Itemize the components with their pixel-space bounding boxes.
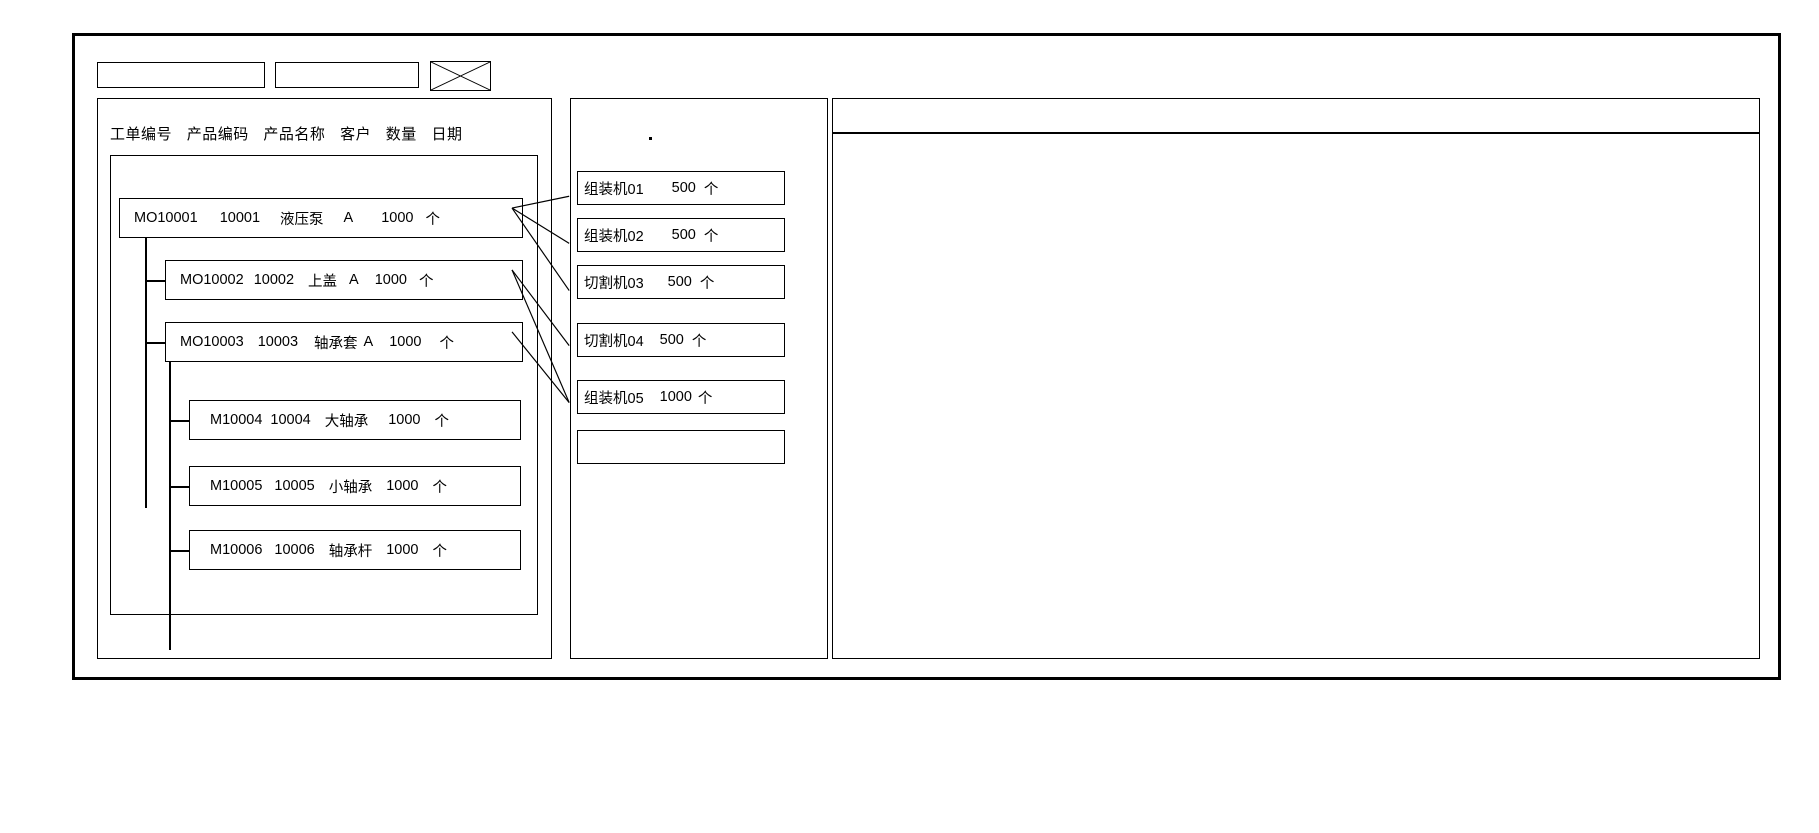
cell-unit: 个 [432, 479, 448, 496]
image-placeholder-icon[interactable] [430, 61, 491, 91]
work-order-panel: 工单编号 产品编码 产品名称 客户 数量 日期 [97, 98, 552, 659]
work-order-list[interactable]: MO10001 10001 液压泵 A 1000 个 MO10002 10002… [110, 155, 538, 650]
cell-product-name: 大轴承 [324, 413, 369, 430]
machine-panel: 组装机01 500 个 组装机02 500 个 切割机03 500 个 切割机0… [570, 98, 828, 659]
cell-customer: A [363, 334, 374, 350]
table-row[interactable]: MO10002 10002 上盖 A 1000 个 [165, 260, 523, 300]
cell-unit: 个 [434, 413, 450, 430]
cell-product-name: 上盖 [308, 273, 338, 290]
work-order-column-headers: 工单编号 产品编码 产品名称 客户 数量 日期 [110, 123, 462, 144]
column-header-quantity: 数量 [385, 126, 417, 143]
cell-product-code: 10001 [219, 210, 261, 226]
list-item[interactable]: 切割机04 500 个 [577, 323, 785, 357]
machine-name: 组装机05 [584, 390, 644, 407]
column-header-customer: 客户 [340, 126, 372, 143]
cell-order-no: M10006 [210, 542, 263, 558]
detail-panel-header-divider [833, 132, 1759, 134]
cell-product-name: 轴承杆 [328, 543, 373, 560]
machine-name: 组装机02 [584, 228, 644, 245]
detail-panel[interactable] [832, 98, 1760, 659]
machine-unit: 个 [697, 390, 713, 407]
column-header-order-no: 工单编号 [110, 126, 173, 143]
cell-product-code: 10004 [270, 412, 311, 428]
cell-order-no: M10004 [210, 412, 263, 428]
machine-quantity: 500 [667, 274, 692, 290]
list-item[interactable]: 组装机02 500 个 [577, 218, 785, 252]
cell-customer: A [349, 272, 359, 288]
cell-product-name: 小轴承 [328, 479, 373, 496]
cell-quantity: 1000 [389, 334, 422, 350]
tree-connector [169, 486, 189, 488]
machine-name: 切割机04 [584, 333, 644, 350]
cell-quantity: 1000 [386, 542, 419, 558]
cell-quantity: 1000 [381, 210, 414, 226]
cell-order-no: MO10003 [180, 334, 244, 350]
tree-connector [169, 360, 171, 650]
tree-connector [145, 218, 147, 508]
cell-unit: 个 [418, 273, 434, 290]
cell-product-name: 轴承套 [314, 335, 358, 352]
column-header-product-name: 产品名称 [263, 126, 326, 143]
cell-product-name: 液压泵 [280, 211, 324, 228]
list-item[interactable] [577, 430, 785, 464]
table-row[interactable]: MO10003 10003 轴承套 A 1000 个 [165, 322, 523, 362]
cell-unit: 个 [439, 335, 454, 352]
app-window: 工单编号 产品编码 产品名称 客户 数量 日期 [72, 33, 1781, 680]
list-item[interactable]: 组装机01 500 个 [577, 171, 785, 205]
table-row[interactable]: M10005 10005 小轴承 1000 个 [189, 466, 521, 506]
tree-connector [169, 420, 189, 422]
tree-connector [145, 280, 165, 282]
toolbar [75, 36, 1778, 94]
column-header-date: 日期 [431, 126, 463, 143]
cell-quantity: 1000 [374, 272, 407, 288]
table-row[interactable]: M10006 10006 轴承杆 1000 个 [189, 530, 521, 570]
column-header-product-code: 产品编码 [186, 126, 249, 143]
list-item[interactable]: 组装机05 1000 个 [577, 380, 785, 414]
cell-product-code: 10005 [274, 478, 315, 494]
cell-order-no: M10005 [210, 478, 263, 494]
machine-unit: 个 [691, 333, 707, 350]
cell-customer: A [343, 210, 354, 226]
cell-quantity: 1000 [388, 412, 421, 428]
machine-unit: 个 [699, 275, 715, 292]
tree-connector [145, 342, 165, 344]
machine-quantity: 500 [671, 180, 696, 196]
cell-product-code: 10002 [253, 272, 295, 288]
machine-name: 切割机03 [584, 275, 644, 292]
table-row[interactable]: M10004 10004 大轴承 1000 个 [189, 400, 521, 440]
cell-product-code: 10003 [257, 334, 299, 350]
machine-quantity: 500 [659, 332, 684, 348]
toolbar-field-2[interactable] [275, 62, 419, 88]
cell-unit: 个 [425, 211, 440, 228]
panels-container: 工单编号 产品编码 产品名称 客户 数量 日期 [97, 98, 1760, 659]
cell-order-no: MO10002 [180, 272, 244, 288]
list-item[interactable]: 切割机03 500 个 [577, 265, 785, 299]
cell-product-code: 10006 [274, 542, 315, 558]
machine-name: 组装机01 [584, 181, 644, 198]
cell-unit: 个 [432, 543, 448, 560]
cell-order-no: MO10001 [134, 210, 198, 226]
machine-quantity: 500 [671, 227, 696, 243]
machine-quantity: 1000 [659, 389, 692, 405]
tree-connector [169, 550, 189, 552]
dot-marker-icon [649, 137, 652, 140]
machine-unit: 个 [703, 228, 719, 245]
machine-unit: 个 [703, 181, 719, 198]
table-row[interactable]: MO10001 10001 液压泵 A 1000 个 [119, 198, 523, 238]
cell-quantity: 1000 [386, 478, 419, 494]
toolbar-field-1[interactable] [97, 62, 265, 88]
